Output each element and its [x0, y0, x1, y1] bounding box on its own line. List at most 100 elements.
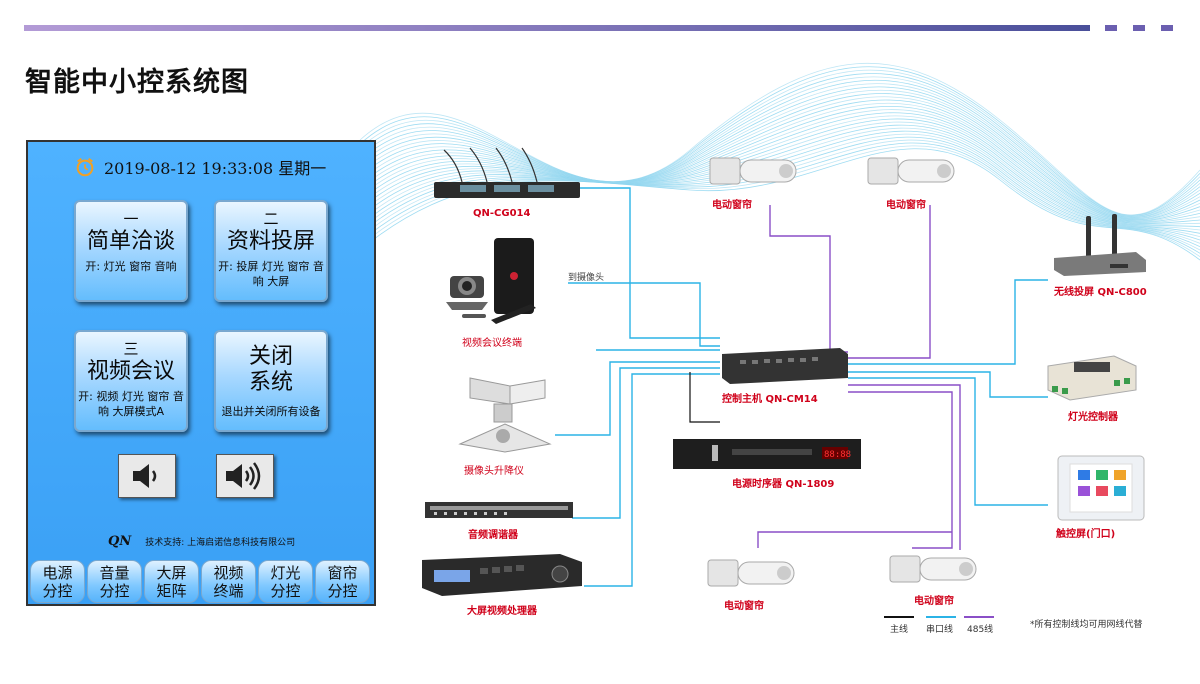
speaker-low-icon	[133, 464, 157, 488]
volume-down-button[interactable]	[118, 454, 176, 498]
tile-subtitle: 退出并关闭所有设备	[221, 405, 321, 418]
control-host-label: 控制主机 QN-CM14	[722, 394, 818, 405]
video-processor-label: 大屏视频处理器	[467, 606, 537, 617]
wave-line	[359, 130, 1200, 241]
light-controller-icon	[1047, 355, 1137, 401]
video-terminal-button[interactable]: 视频 终端	[201, 560, 256, 603]
serial-line	[578, 187, 720, 339]
to-camera-note: 到摄像头	[568, 273, 605, 283]
video-terminal-label: 视频会议终端	[462, 338, 522, 349]
mode-video-conference-button[interactable]: 三 视频会议 开: 视频 灯光 窗帘 音响 大屏模式A	[74, 330, 188, 432]
audio-tuner-label: 音频调谐器	[468, 530, 518, 541]
accent-square	[1161, 25, 1173, 31]
curtain-label: 电动窗帘	[914, 596, 954, 607]
serial-line	[572, 367, 720, 519]
wave-line	[359, 62, 1200, 216]
curtain-motor-icon	[709, 157, 797, 185]
wave-line	[359, 127, 1200, 238]
tile-title: 视频会议	[86, 359, 175, 384]
power-sequencer-icon: 88:88	[673, 439, 861, 469]
power-sequencer-label: 电源时序器 QN-1809	[732, 479, 835, 490]
main-line	[689, 372, 720, 423]
wave-line	[359, 69, 1200, 217]
wave-line	[359, 96, 1200, 221]
volume-control-button[interactable]: 音量 分控	[87, 560, 142, 603]
wireless-casting-label: 无线投屏 QN-C800	[1054, 287, 1147, 298]
camera-lift-icon	[458, 377, 552, 453]
wave-line	[359, 93, 1200, 221]
video-processor-icon	[422, 554, 582, 596]
wave-line	[359, 66, 1200, 216]
tile-title: 资料投屏	[226, 229, 315, 254]
tile-number: 一	[123, 210, 139, 228]
tile-number: 二	[263, 210, 279, 228]
wave-line	[359, 112, 1200, 225]
serial-line	[848, 371, 1048, 398]
serial-line	[568, 282, 720, 347]
screen-matrix-button[interactable]: 大屏 矩阵	[144, 560, 199, 603]
support-text: 技术支持: 上海启诺信息科技有限公司	[145, 538, 296, 548]
curtain-label: 电动窗帘	[886, 200, 926, 211]
rs485-line	[848, 384, 961, 550]
wave-line	[359, 124, 1200, 234]
svg-text:88:88: 88:88	[824, 450, 851, 460]
wave-line	[359, 102, 1200, 223]
control-host-icon	[722, 348, 848, 384]
tile-subtitle: 开: 灯光 窗帘 音响	[85, 260, 177, 273]
rs485-line	[848, 205, 931, 359]
wave-line	[359, 73, 1200, 218]
accent-square	[1133, 25, 1145, 31]
curtain-label: 电动窗帘	[724, 601, 764, 612]
wave-line	[359, 121, 1200, 231]
top-accent-bar	[24, 25, 1090, 31]
mode-simple-talk-button[interactable]: 一 简单洽谈 开: 灯光 窗帘 音响	[74, 200, 188, 302]
wave-line	[359, 109, 1200, 224]
video-conference-terminal-icon	[446, 238, 536, 324]
legend-note: *所有控制线均可用网线代替	[1030, 620, 1143, 630]
tile-subtitle: 开: 投屏 灯光 窗帘 音响 大屏	[218, 260, 324, 288]
tile-number: 三	[123, 340, 139, 358]
wave-line	[359, 99, 1200, 222]
rs485-line	[757, 531, 952, 548]
company-logo: QN	[108, 534, 132, 549]
tile-title: 简单洽谈	[86, 229, 175, 254]
wave-line	[359, 79, 1200, 219]
curtain-control-button[interactable]: 窗帘 分控	[315, 560, 370, 603]
light-control-button[interactable]: 灯光 分控	[258, 560, 313, 603]
legend-serial-label: 串口线	[926, 625, 954, 635]
touch-panel-mockup: 2019-08-12 19:33:08 星期一 一 简单洽谈 开: 灯光 窗帘 …	[26, 140, 376, 606]
door-touch-screen-icon	[1057, 455, 1145, 521]
audio-tuner-icon	[425, 502, 573, 518]
rs485-line	[769, 205, 848, 353]
mode-document-cast-button[interactable]: 二 资料投屏 开: 投屏 灯光 窗帘 音响 大屏	[214, 200, 328, 302]
legend-485-label: 485线	[967, 625, 994, 635]
touch-screen-label: 触控屏(门口)	[1056, 529, 1116, 540]
wave-line	[359, 118, 1200, 228]
speaker-high-icon	[226, 462, 261, 490]
microphone-system-icon	[434, 147, 580, 198]
legend-main-line	[884, 616, 914, 618]
rs485-line	[848, 391, 953, 549]
curtain-label: 电动窗帘	[712, 200, 752, 211]
tech-support-line: QN 技术支持: 上海启诺信息科技有限公司	[108, 534, 295, 549]
legend-main-label: 主线	[890, 625, 909, 635]
serial-line	[848, 377, 1048, 506]
curtain-motor-icon	[707, 559, 795, 587]
close-system-button[interactable]: 关闭 系统 退出并关闭所有设备	[214, 330, 328, 432]
volume-up-button[interactable]	[216, 454, 274, 498]
wave-line	[359, 106, 1200, 223]
accent-square	[1105, 25, 1117, 31]
clock-row: 2019-08-12 19:33:08 星期一	[74, 154, 326, 180]
alarm-clock-icon	[76, 157, 94, 177]
wave-line	[359, 83, 1200, 219]
light-controller-label: 灯光控制器	[1068, 412, 1118, 423]
power-control-button[interactable]: 电源 分控	[30, 560, 85, 603]
wireless-casting-box-icon	[1054, 214, 1146, 276]
tile-subtitle: 开: 视频 灯光 窗帘 音响 大屏模式A	[78, 390, 184, 418]
wave-line	[359, 76, 1200, 218]
wave-line	[359, 139, 1200, 251]
wave-line	[359, 133, 1200, 244]
serial-line	[555, 361, 720, 436]
